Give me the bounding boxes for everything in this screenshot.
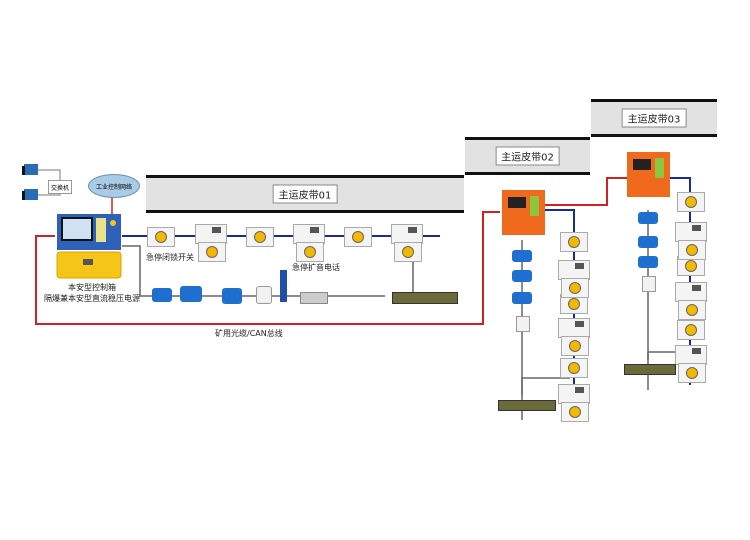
estop-button-icon [155, 231, 167, 243]
estop-button-icon [352, 231, 364, 243]
switch-box: 交换机 [48, 180, 72, 194]
estop-button-icon [402, 246, 414, 258]
tension-sensor-icon [180, 286, 202, 302]
speed-sensor-icon [512, 250, 532, 262]
estop-button-icon [569, 406, 581, 418]
scale-cable-03 [647, 351, 685, 360]
estop-phone-icon [558, 384, 590, 404]
phone-screen-icon [575, 321, 584, 327]
deviation-sensor-icon [638, 256, 658, 268]
estop-button-icon [254, 231, 266, 243]
estop-phone-icon [675, 222, 707, 242]
estop-button-icon [686, 244, 698, 256]
belt-scale-icon [392, 292, 458, 304]
estop-button-icon [685, 196, 697, 208]
computer-icon [22, 189, 38, 200]
deviation-sensor-icon [222, 288, 242, 304]
estop-phone-icon [195, 224, 227, 244]
computer-icon [22, 164, 38, 175]
estop-button-icon [686, 304, 698, 316]
belt-02-label: 主运皮带02 [495, 146, 560, 166]
belt-01-label: 主运皮带01 [272, 184, 338, 204]
estop-phone-icon [391, 224, 423, 244]
speed-sensor-icon [638, 212, 658, 224]
estop-phone-label: 急停扩音电话 [292, 263, 340, 272]
phone-screen-icon [575, 263, 584, 269]
substation-controller-02 [502, 190, 545, 235]
phone-screen-icon [310, 227, 319, 233]
estop-button-icon [304, 246, 316, 258]
power-supply-label: 隔爆兼本安型直流稳压电源 [44, 294, 140, 303]
belt-scale-icon [624, 364, 676, 375]
industrial-network-node: 工业控制网络 [88, 174, 140, 198]
bus-line [35, 211, 500, 325]
belt-03: 主运皮带03 [591, 99, 717, 137]
estop-button-icon [568, 236, 580, 248]
substation-controller-03 [627, 152, 670, 197]
estop-button-icon [568, 362, 580, 374]
tension-sensor-icon [512, 270, 532, 282]
estop-button-icon [569, 340, 581, 352]
estop-phone-icon [558, 318, 590, 338]
belt-01: 主运皮带01 [146, 175, 464, 213]
temperature-sensor-icon [256, 286, 272, 304]
controller-label: 本安型控制箱 [68, 283, 116, 292]
estop-button-icon [206, 246, 218, 258]
estop-switch-label: 急停闭锁开关 [146, 253, 194, 262]
temperature-sensor-icon [516, 316, 530, 332]
estop-button-icon [685, 324, 697, 336]
water-sensor-icon [280, 270, 287, 302]
smoke-sensor-icon [300, 292, 328, 304]
phone-screen-icon [692, 225, 701, 231]
estop-phone-icon [675, 345, 707, 365]
tension-sensor-icon [638, 236, 658, 248]
estop-button-icon [686, 367, 698, 379]
estop-button-icon [685, 260, 697, 272]
bus-label: 矿用光缆/CAN总线 [215, 329, 283, 338]
deviation-sensor-icon [512, 292, 532, 304]
phone-screen-icon [408, 227, 417, 233]
temperature-sensor-icon [642, 276, 656, 292]
bus-line-02-03 [545, 177, 628, 206]
estop-button-icon [568, 298, 580, 310]
speed-sensor-icon [152, 288, 172, 302]
power-supply-box [56, 251, 122, 279]
belt-03-label: 主运皮带03 [621, 108, 687, 128]
scale-cable-02 [521, 377, 570, 395]
phone-screen-icon [212, 227, 221, 233]
phone-screen-icon [575, 387, 584, 393]
belt-scale-icon [498, 400, 556, 411]
phone-screen-icon [692, 285, 701, 291]
phone-screen-icon [692, 348, 701, 354]
main-controller-box [57, 214, 121, 250]
belt-02: 主运皮带02 [465, 137, 590, 175]
estop-phone-icon [293, 224, 325, 244]
estop-phone-icon [558, 260, 590, 280]
estop-button-icon [569, 282, 581, 294]
estop-phone-icon [675, 282, 707, 302]
